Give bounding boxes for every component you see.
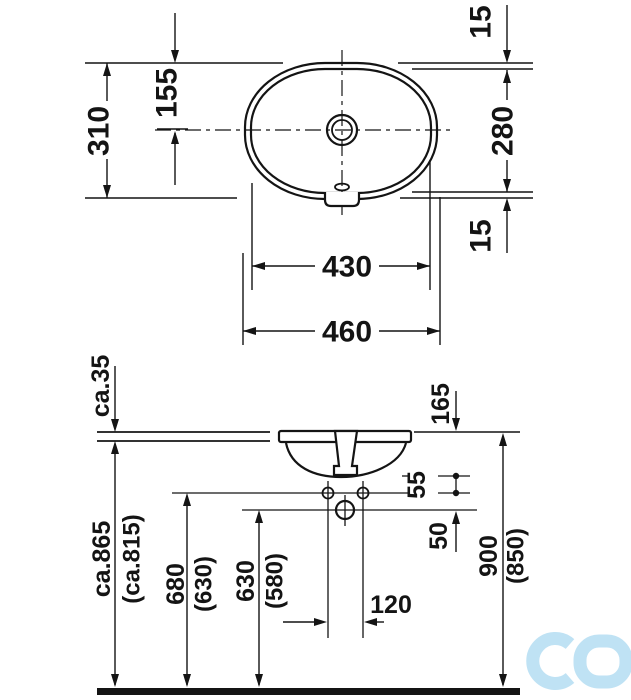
arrowhead-up bbox=[499, 433, 507, 446]
dim-text-mask bbox=[315, 251, 379, 281]
basin-inner-rim bbox=[249, 67, 433, 195]
basin-bowl-profile bbox=[284, 442, 408, 479]
arrowhead-up bbox=[183, 493, 191, 506]
dim-rim-to-bottom: 165 bbox=[427, 383, 455, 425]
dim-height-to-center: 155 bbox=[151, 68, 184, 118]
dim-holes-to-outlet: 50 bbox=[425, 522, 453, 550]
arrowhead-up bbox=[452, 511, 460, 524]
dim-height-total: 310 bbox=[83, 106, 116, 156]
dim-hole-spacing: 120 bbox=[370, 591, 412, 619]
logo-o-point bbox=[608, 641, 630, 668]
dim-text-mask bbox=[315, 316, 379, 346]
arrowhead-down bbox=[452, 418, 460, 431]
dim-floor-to-rim-alt: (ca.815) bbox=[119, 514, 146, 603]
arrowhead-down bbox=[503, 50, 511, 63]
arrowhead-up bbox=[171, 131, 179, 144]
fixing-hole-right bbox=[356, 486, 370, 500]
dim-text-mask bbox=[490, 100, 516, 160]
dim-width-outer: 460 bbox=[322, 316, 372, 349]
front-notch bbox=[323, 192, 361, 208]
floor-line bbox=[97, 688, 520, 695]
dim-counter-thickness: ca.35 bbox=[87, 355, 115, 418]
brand-logo bbox=[526, 632, 631, 691]
arrowhead-right bbox=[417, 262, 430, 270]
dim-bottom-to-holes: 55 bbox=[403, 471, 431, 499]
logo-c-ring bbox=[526, 632, 575, 690]
arrowhead-right bbox=[427, 327, 440, 335]
arrowhead-down bbox=[111, 419, 119, 432]
dim-rim-bottom: 15 bbox=[465, 219, 498, 252]
drain-column bbox=[332, 429, 359, 477]
plan-view: 310 155 15 280 15 430 460 bbox=[83, 5, 533, 349]
arrowhead-down bbox=[499, 674, 507, 687]
arrowhead-down bbox=[111, 674, 119, 687]
dim-dot bbox=[452, 472, 460, 480]
dim-floor-to-holes: 680 bbox=[162, 563, 190, 605]
dim-height-inner: 280 bbox=[487, 106, 520, 156]
dim-rim-top: 15 bbox=[465, 5, 498, 38]
arrowhead-down bbox=[171, 50, 179, 63]
arrowhead-left bbox=[364, 618, 377, 626]
arrowhead-down bbox=[503, 179, 511, 192]
basin-outer-rim bbox=[243, 61, 439, 201]
arrowhead-left bbox=[252, 262, 265, 270]
dim-width-inner: 430 bbox=[322, 251, 372, 284]
arrowhead-right bbox=[314, 618, 327, 626]
arrowhead-down bbox=[103, 185, 111, 198]
dim-install-height-alt: (850) bbox=[503, 528, 530, 584]
dim-floor-to-outlet: 630 bbox=[232, 560, 260, 602]
dim-install-height: 900 bbox=[475, 535, 503, 577]
front-view: ca.35 ca.865 (ca.815) 680 (630) 630 (580… bbox=[87, 355, 530, 695]
arrowhead-down bbox=[255, 674, 263, 687]
drain-inner-circle bbox=[331, 119, 353, 141]
arrowhead-left bbox=[243, 327, 256, 335]
arrowhead-up bbox=[255, 510, 263, 523]
arrowhead-up bbox=[503, 70, 511, 83]
dim-floor-to-outlet-alt: (580) bbox=[262, 553, 289, 609]
arrowhead-down bbox=[183, 674, 191, 687]
drain-outer-circle bbox=[325, 113, 359, 147]
overflow-slot bbox=[334, 182, 350, 192]
dim-floor-to-rim: ca.865 bbox=[88, 521, 116, 598]
arrowhead-up bbox=[103, 63, 111, 76]
fixing-hole-left bbox=[321, 486, 335, 500]
dim-floor-to-holes-alt: (630) bbox=[191, 556, 218, 612]
outlet-hole bbox=[334, 499, 356, 521]
dim-dot bbox=[452, 489, 460, 497]
dim-text-mask bbox=[87, 101, 111, 159]
